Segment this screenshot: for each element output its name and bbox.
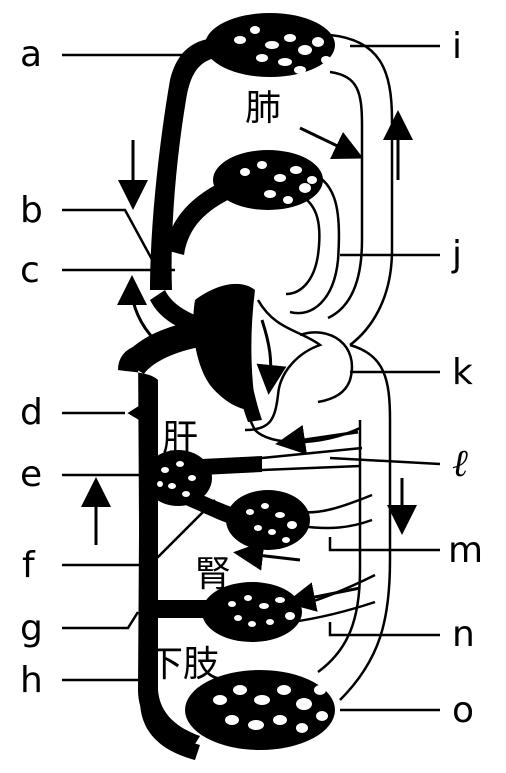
label-g: g — [20, 608, 43, 649]
label-c: c — [20, 250, 40, 291]
flow-arrow-heart-inner — [262, 320, 271, 380]
flow-arrow-lung — [300, 128, 350, 152]
label-j: j — [451, 234, 462, 275]
flow-arrow-limb — [300, 588, 360, 600]
vena-cava-main — [120, 320, 210, 752]
label-d: d — [20, 392, 43, 433]
label-m: m — [448, 530, 483, 571]
lung-upper-capillary — [205, 13, 335, 77]
label-l: ℓ — [452, 441, 468, 485]
label-a: a — [20, 34, 42, 75]
label-k: k — [452, 352, 473, 393]
pulmonary-vein-upper — [328, 35, 392, 345]
flow-arrow-kidney — [248, 554, 300, 560]
kidney-capillary — [226, 490, 310, 550]
label-f: f — [22, 545, 36, 586]
label-n: n — [452, 614, 475, 655]
left-ventricle-outline — [300, 332, 390, 700]
label-o: o — [452, 690, 474, 731]
organ-label-lower-limb: 下肢 — [147, 644, 219, 685]
label-b: b — [20, 190, 43, 231]
flow-arrow-curve-left — [132, 290, 155, 340]
organ-label-kidney: 腎 — [195, 554, 231, 595]
lung-lower-capillary — [213, 150, 323, 210]
label-h: h — [20, 660, 43, 701]
label-i: i — [452, 26, 462, 67]
label-e: e — [20, 454, 42, 495]
organ-label-liver: 肝 — [162, 418, 198, 459]
organ-label-lung: 肺 — [245, 88, 281, 129]
